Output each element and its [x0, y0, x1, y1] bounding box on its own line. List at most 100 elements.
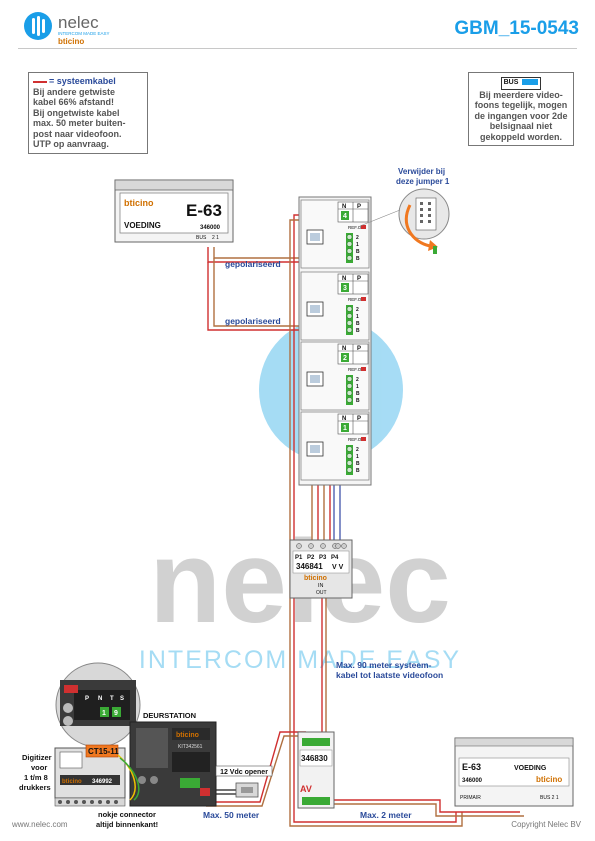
system-cable-title: = systeemkabel — [49, 76, 116, 86]
door-station-brand: bticino — [176, 732, 199, 739]
max2-label: Max. 2 meter — [360, 810, 412, 820]
bus-connector-icon — [522, 79, 539, 86]
note-line: foons tegelijk, mogen — [474, 100, 568, 110]
opener-label: 12 Vdc opener — [220, 769, 268, 776]
videophone-number: 3 — [343, 285, 347, 292]
note-line: Bij andere getwiste — [33, 86, 116, 97]
videophone-terminal-label: B — [356, 256, 360, 262]
power-bottom-bus: BUS 2 1 — [540, 795, 559, 801]
module-346830-part: 346830 — [301, 754, 328, 763]
jumper-title-2: deze jumper 1 — [396, 177, 450, 186]
power-bottom-label: VOEDING — [514, 765, 547, 772]
distributor-port-p3: P3 — [319, 555, 327, 561]
videophone-n-label: N — [342, 346, 346, 352]
power-top-bus: BUS — [196, 235, 207, 241]
power-top-model: E-63 — [186, 201, 222, 220]
note-line: post naar videofoon. — [33, 128, 122, 139]
note-line: belsignaal niet — [489, 121, 553, 131]
videophone-n-label: N — [342, 416, 346, 422]
videophone-p-label: P — [357, 346, 361, 352]
digitizer-line-1: Digitizer — [22, 753, 52, 762]
door-opener: 12 Vdc opener — [215, 765, 273, 798]
digitizer-part: 346992 — [92, 779, 113, 785]
zoom-label-s: S — [120, 696, 124, 702]
digitizer-module: CT15-11 bticino 346992 — [54, 744, 140, 807]
videophone-ref-label: REF.ON — [348, 297, 365, 302]
zoom-label-p: P — [85, 696, 89, 702]
max90-label-2: kabel tot laatste videofoon — [336, 670, 443, 680]
module-346830-label: AV — [300, 784, 312, 794]
note-line: Bij ongetwiste kabel — [33, 107, 120, 118]
system-cable-note: = systeemkabel Bij andere getwiste kabel… — [28, 72, 148, 154]
power-bottom-part: 346000 — [462, 778, 483, 784]
note-line: max. 50 meter buiten- — [33, 118, 126, 128]
digitizer-line-4: drukkers — [19, 783, 51, 792]
videophone-p-label: P — [357, 204, 361, 210]
power-bottom-primary: PRIMAIR — [460, 795, 481, 801]
videophone-terminal-label: B — [356, 321, 360, 327]
videophone-ref-label: REF.ON — [348, 367, 365, 372]
videophone-terminal-label: 2 — [356, 377, 359, 383]
footer-website: www.nelec.com — [12, 820, 68, 829]
connector-note-1: nokje connector — [98, 810, 156, 819]
max90-label-1: Max. 90 meter systeem- — [336, 660, 432, 670]
distributor-port-p4: P4 — [331, 555, 339, 561]
videophone-terminal-label: B — [356, 391, 360, 397]
cable-swatch-icon — [33, 80, 47, 83]
note-line: UTP op aanvraag. — [33, 139, 109, 149]
note-line: gekoppeld worden. — [479, 131, 562, 142]
brand-logo: nelec INTERCOM MADE EASY bticino — [22, 8, 132, 48]
distributor-part: 346841 — [296, 562, 323, 571]
videophone-terminal-label: 1 — [356, 384, 359, 390]
videophone-p-label: P — [357, 416, 361, 422]
videophone-terminal-label: 1 — [356, 242, 359, 248]
max50-label: Max. 50 meter — [203, 810, 260, 820]
module-346830: 346830 AV — [297, 731, 335, 809]
brand-tagline: INTERCOM MADE EASY — [58, 31, 110, 36]
distributor-out: OUT — [316, 590, 327, 596]
videophone-ref-label: REF.ON — [348, 225, 365, 230]
jumper-title-1: Verwijder bij — [398, 167, 445, 176]
door-station: DEURSTATION bticino KIT342561 — [129, 711, 217, 807]
zoom-label-t: T — [110, 696, 114, 702]
power-top-part: 346000 — [200, 225, 221, 231]
nelec-logo-icon: nelec INTERCOM MADE EASY bticino — [24, 12, 110, 46]
brand-sub: bticino — [58, 37, 84, 46]
power-top-brand: bticino — [124, 198, 154, 208]
videophone-terminal-label: B — [356, 461, 360, 467]
videophone-number: 1 — [343, 425, 347, 432]
polarized-label-1: gepolariseerd — [225, 259, 281, 269]
digitizer-model: CT15-11 — [88, 747, 119, 756]
videophone-terminal-label: 2 — [356, 235, 359, 241]
note-line: de ingangen voor 2de — [474, 110, 568, 121]
distributor-brand: bticino — [304, 575, 327, 582]
power-top-terminals: 2 1 — [212, 235, 219, 241]
zoom-label-n: N — [98, 696, 102, 702]
watermark-tagline: INTERCOM MADE EASY — [139, 646, 461, 674]
system-cable-legend: = systeemkabel — [33, 76, 143, 87]
jumper-arrow-icon — [404, 204, 431, 248]
note-line: kabel 66% afstand! — [33, 97, 115, 107]
videophone-n-label: N — [342, 276, 346, 282]
digitizer-brand: bticino — [62, 779, 82, 785]
zoom-number-1: 1 — [102, 710, 106, 717]
door-station-title: DEURSTATION — [143, 711, 196, 720]
jumper-callout: Verwijder bij deze jumper 1 — [359, 167, 450, 254]
power-top-label: VOEDING — [124, 221, 161, 230]
videophone-terminal-label: B — [356, 249, 360, 255]
digitizer-line-3: 1 t/m 8 — [24, 773, 48, 782]
footer-copyright: Copyright Nelec BV — [511, 820, 581, 829]
multiple-videophone-note: BUS Bij meerdere video- foons tegelijk, … — [468, 72, 574, 146]
videophone-number: 2 — [343, 355, 347, 362]
zoom-number-9: 9 — [114, 710, 118, 717]
polarized-label-2: gepolariseerd — [225, 316, 281, 326]
distributor-port-p2: P2 — [307, 555, 315, 561]
bus-badge-label: BUS — [503, 79, 519, 86]
power-bottom-model: E-63 — [462, 762, 481, 772]
door-station-zoom: P N T S 1 9 — [55, 662, 141, 748]
distributor-in: IN — [318, 583, 324, 589]
